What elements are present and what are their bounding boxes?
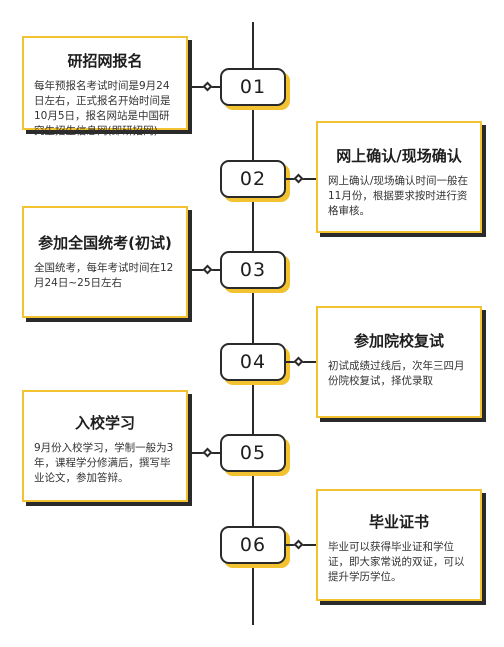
step-card-6: 毕业证书 毕业可以获得毕业证和学位证，即大家常说的双证，可以提升学历学位。 xyxy=(316,489,482,601)
connector-diamond-3 xyxy=(202,264,213,275)
step-number-1: 01 xyxy=(220,68,286,106)
step-card-3: 参加全国统考(初试) 全国统考，每年考试时间在12月24日~25日左右 xyxy=(22,206,188,318)
step-number-4: 04 xyxy=(220,343,286,381)
step-title-5: 入校学习 xyxy=(74,414,135,432)
step-text-6: 毕业可以获得毕业证和学位证，即大家常说的双证，可以提升学历学位。 xyxy=(328,541,465,583)
connector-diamond-5 xyxy=(202,447,213,458)
step-text-1: 每年预报名考试时间是9月24日左右，正式报名开始时间是10月5日，报名网站是中国… xyxy=(34,80,171,137)
step-text-2: 网上确认/现场确认时间一般在11月份，根据要求按时进行资格审核。 xyxy=(328,175,469,217)
step-card-5: 入校学习 9月份入校学习，学制一般为3年，课程学分修满后，撰写毕业论文，参加答辩… xyxy=(22,390,188,502)
step-card-2: 网上确认/现场确认 网上确认/现场确认时间一般在11月份，根据要求按时进行资格审… xyxy=(316,121,482,233)
step-number-6: 06 xyxy=(220,526,286,564)
connector-diamond-1 xyxy=(202,81,213,92)
step-number-5: 05 xyxy=(220,434,286,472)
step-number-3: 03 xyxy=(220,251,286,289)
connector-diamond-2 xyxy=(293,173,304,184)
step-title-6: 毕业证书 xyxy=(368,513,429,531)
connector-diamond-4 xyxy=(293,356,304,367)
step-title-3: 参加全国统考(初试) xyxy=(38,234,172,252)
step-text-4: 初试成绩过线后，次年三四月份院校复试，择优录取 xyxy=(328,360,465,387)
step-text-5: 9月份入校学习，学制一般为3年，课程学分修满后，撰写毕业论文，参加答辩。 xyxy=(34,442,174,484)
timeline-axis xyxy=(252,22,254,625)
step-card-4: 参加院校复试 初试成绩过线后，次年三四月份院校复试，择优录取 xyxy=(316,306,482,418)
step-card-1: 研招网报名 每年预报名考试时间是9月24日左右，正式报名开始时间是10月5日，报… xyxy=(22,36,188,137)
step-number-2: 02 xyxy=(220,160,286,198)
step-text-3: 全国统考，每年考试时间在12月24日~25日左右 xyxy=(34,262,174,289)
step-title-1: 研招网报名 xyxy=(67,52,143,70)
connector-diamond-6 xyxy=(293,539,304,550)
step-title-4: 参加院校复试 xyxy=(353,332,444,350)
step-title-2: 网上确认/现场确认 xyxy=(336,147,462,165)
